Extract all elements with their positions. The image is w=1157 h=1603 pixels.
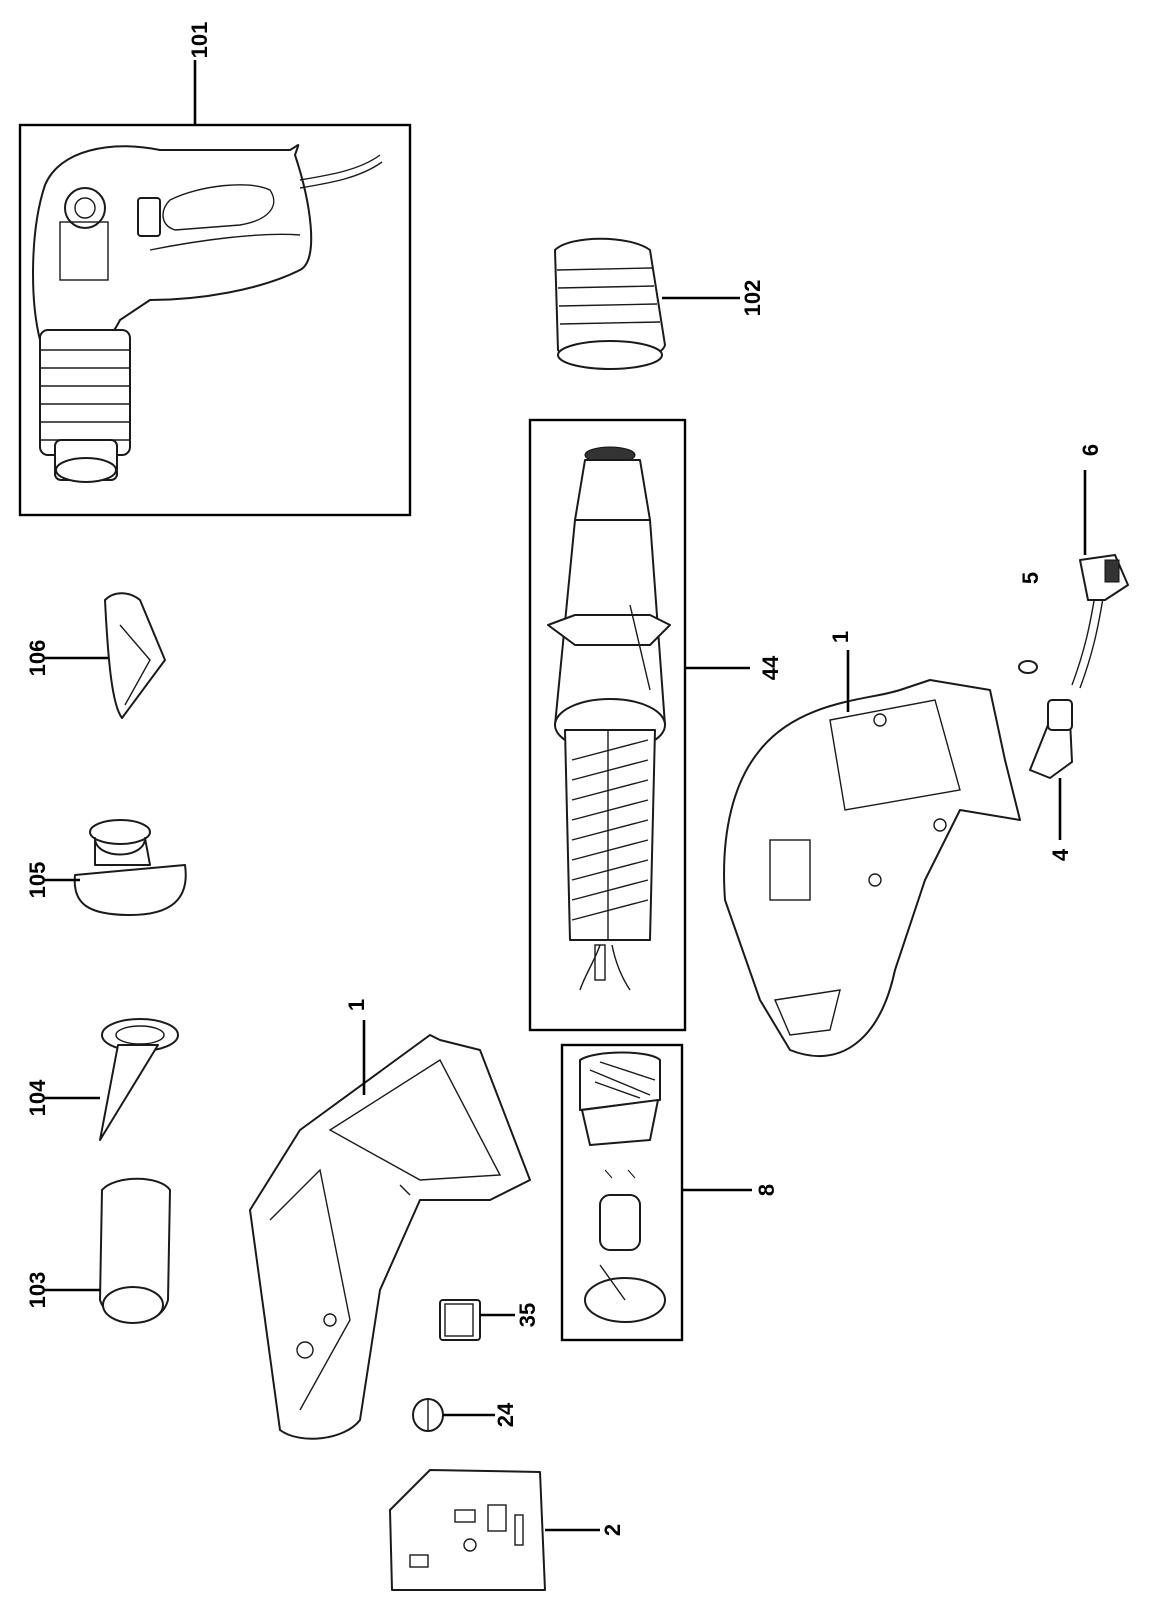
callout-104: 104: [25, 1079, 50, 1116]
callout-1-right: 1: [828, 631, 853, 643]
part-1-housing-right: [723, 679, 1021, 1058]
part-102-sleeve: [554, 237, 666, 370]
part-105-nozzle: [73, 819, 187, 916]
callout-8: 8: [754, 1184, 779, 1196]
callout-105: 105: [25, 862, 50, 899]
callout-4: 4: [1048, 848, 1073, 861]
part-4-cord-clamp: [1029, 699, 1073, 779]
callout-44: 44: [758, 655, 783, 680]
callout-103: 103: [25, 1272, 50, 1309]
part-6-power-cord: [1071, 554, 1129, 689]
part-104-nozzle: [99, 1018, 179, 1141]
part-24-knob: [412, 1398, 444, 1432]
part-35-switch: [439, 1299, 481, 1341]
callout-102: 102: [740, 280, 765, 317]
part-44-heating-element: [528, 418, 687, 1032]
callout-106: 106: [25, 640, 50, 677]
callout-5: 5: [1018, 572, 1043, 584]
part-103-nozzle: [99, 1177, 171, 1324]
callout-35: 35: [515, 1303, 540, 1327]
part-1-housing-left: [249, 1034, 531, 1440]
part-8-motor-fan: [560, 1043, 684, 1342]
callout-2: 2: [600, 1524, 625, 1536]
callout-101: 101: [187, 22, 212, 59]
callout-1-left: 1: [344, 999, 369, 1011]
part-5-screw: [1018, 660, 1038, 674]
callout-6: 6: [1078, 444, 1103, 456]
part-106-nozzle: [104, 592, 166, 719]
part-2-circuit-board: [389, 1469, 546, 1591]
part-101-assembled-tool: [18, 123, 412, 517]
callout-24: 24: [493, 1402, 518, 1427]
